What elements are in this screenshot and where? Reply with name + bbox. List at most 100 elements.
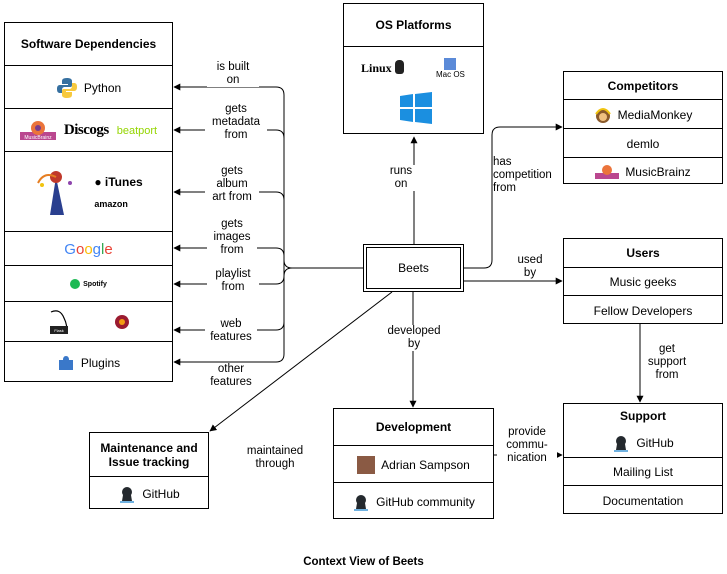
- os-platforms-box: OS Platforms Linux Mac OS: [343, 3, 484, 134]
- maintenance-box: Maintenance and Issue tracking GitHub: [89, 432, 209, 509]
- user-label: Fellow Developers: [593, 303, 693, 318]
- competitor-row: MusicBrainz: [564, 157, 722, 185]
- support-box: Support GitHub Mailing List Documentatio…: [563, 403, 723, 514]
- maintenance-row: GitHub: [90, 476, 208, 510]
- macos-label: Mac OS: [436, 70, 465, 79]
- svg-text:Flask: Flask: [54, 328, 64, 333]
- beets-label: Beets: [398, 261, 429, 275]
- dep-web-row: Flask: [5, 301, 172, 342]
- support-label: GitHub: [636, 435, 674, 450]
- beets-node: Beets: [363, 244, 464, 292]
- itunes-logo: ● iTunes: [94, 175, 142, 189]
- edge-other-features: [173, 268, 285, 366]
- competitor-row: MediaMonkey: [564, 99, 722, 129]
- dep-python-row: Python: [5, 65, 172, 109]
- software-dependencies-box: Software Dependencies Python MusicBrainz…: [4, 22, 173, 382]
- linux-label: Linux: [361, 61, 392, 75]
- competitors-title: Competitors: [607, 78, 679, 93]
- development-title: Development: [375, 420, 452, 434]
- itunes-label: iTunes: [104, 175, 143, 189]
- user-row: Fellow Developers: [564, 295, 722, 325]
- edge-maintained-through: [209, 291, 393, 432]
- support-row: Mailing List: [564, 457, 722, 486]
- beatport-logo: beatport: [116, 124, 158, 137]
- python-icon: [56, 77, 77, 98]
- edge-has-competition: [464, 123, 563, 269]
- mac-finder-icon: [444, 58, 457, 70]
- plugin-puzzle-icon: [58, 355, 73, 370]
- spotify-label: Spotify: [83, 280, 107, 288]
- maintenance-title: Maintenance and Issue tracking: [90, 433, 208, 476]
- maintenance-title-line1: Maintenance and: [100, 440, 198, 455]
- mediamonkey-icon: [594, 107, 611, 123]
- github-octocat-icon: [120, 486, 135, 503]
- flask-icon: Flask: [49, 310, 68, 334]
- developer-row: Adrian Sampson: [334, 445, 493, 483]
- github-octocat-icon: [614, 435, 629, 452]
- dep-plugins-label: Plugins: [80, 355, 121, 370]
- google-logo: Google: [64, 240, 113, 258]
- competitor-label: MusicBrainz: [625, 164, 691, 179]
- development-box: Development Adrian Sampson GitHub commun…: [333, 408, 494, 519]
- musicbrainz-icon: [595, 164, 620, 179]
- tux-icon: [394, 60, 404, 74]
- competitor-row: demlo: [564, 128, 722, 158]
- support-row: GitHub: [564, 428, 722, 457]
- edge-is-built-on: [173, 83, 363, 269]
- dep-plugins-row: Plugins: [5, 341, 172, 383]
- album-art-exchange-icon: [37, 171, 73, 215]
- svg-text:MusicBrainz: MusicBrainz: [24, 135, 52, 141]
- amazon-logo: amazon: [94, 199, 128, 209]
- windows-icon: [400, 92, 432, 124]
- macos-logo: Mac OS: [436, 58, 465, 79]
- support-label: Mailing List: [612, 465, 674, 479]
- musicbrainz-icon: MusicBrainz: [19, 120, 56, 141]
- discogs-logo: Discogs: [63, 122, 109, 138]
- users-title: Users: [626, 246, 660, 260]
- github-octocat-icon: [354, 494, 369, 511]
- edge-gets-metadata: [173, 126, 285, 268]
- dep-metadata-row: MusicBrainz Discogs beatport: [5, 108, 172, 152]
- user-label: Music geeks: [609, 275, 677, 289]
- os-platforms-title: OS Platforms: [375, 18, 452, 32]
- dep-spotify-row: Spotify: [5, 265, 172, 302]
- support-row: Documentation: [564, 485, 722, 515]
- support-title: Support: [620, 409, 666, 423]
- dep-google-row: Google: [5, 231, 172, 266]
- linux-logo: Linux: [361, 60, 404, 76]
- apple-icon: ●: [94, 175, 102, 189]
- developer-label: Adrian Sampson: [381, 457, 470, 472]
- user-row: Music geeks: [564, 267, 722, 296]
- spotify-icon: [70, 279, 81, 289]
- competitor-label: MediaMonkey: [617, 107, 693, 122]
- dep-python-label: Python: [83, 80, 122, 95]
- edge-gets-images: [173, 244, 285, 268]
- edge-gets-album-art: [173, 188, 285, 268]
- competitors-box: Competitors MediaMonkey demlo MusicBrain…: [563, 71, 723, 184]
- maintenance-title-line2: Issue tracking: [108, 454, 190, 469]
- maintenance-label: GitHub: [142, 486, 180, 501]
- competitor-label: demlo: [626, 136, 660, 151]
- diagram-caption: Context View of Beets: [303, 556, 424, 568]
- support-label: Documentation: [602, 493, 684, 508]
- cherrypy-icon: [114, 315, 129, 329]
- software-dependencies-title: Software Dependencies: [20, 37, 157, 51]
- users-box: Users Music geeks Fellow Developers: [563, 238, 723, 324]
- developer-row: GitHub community: [334, 482, 493, 520]
- dep-album-art-row: ● iTunes amazon: [5, 151, 172, 232]
- adrian-avatar: [357, 455, 376, 474]
